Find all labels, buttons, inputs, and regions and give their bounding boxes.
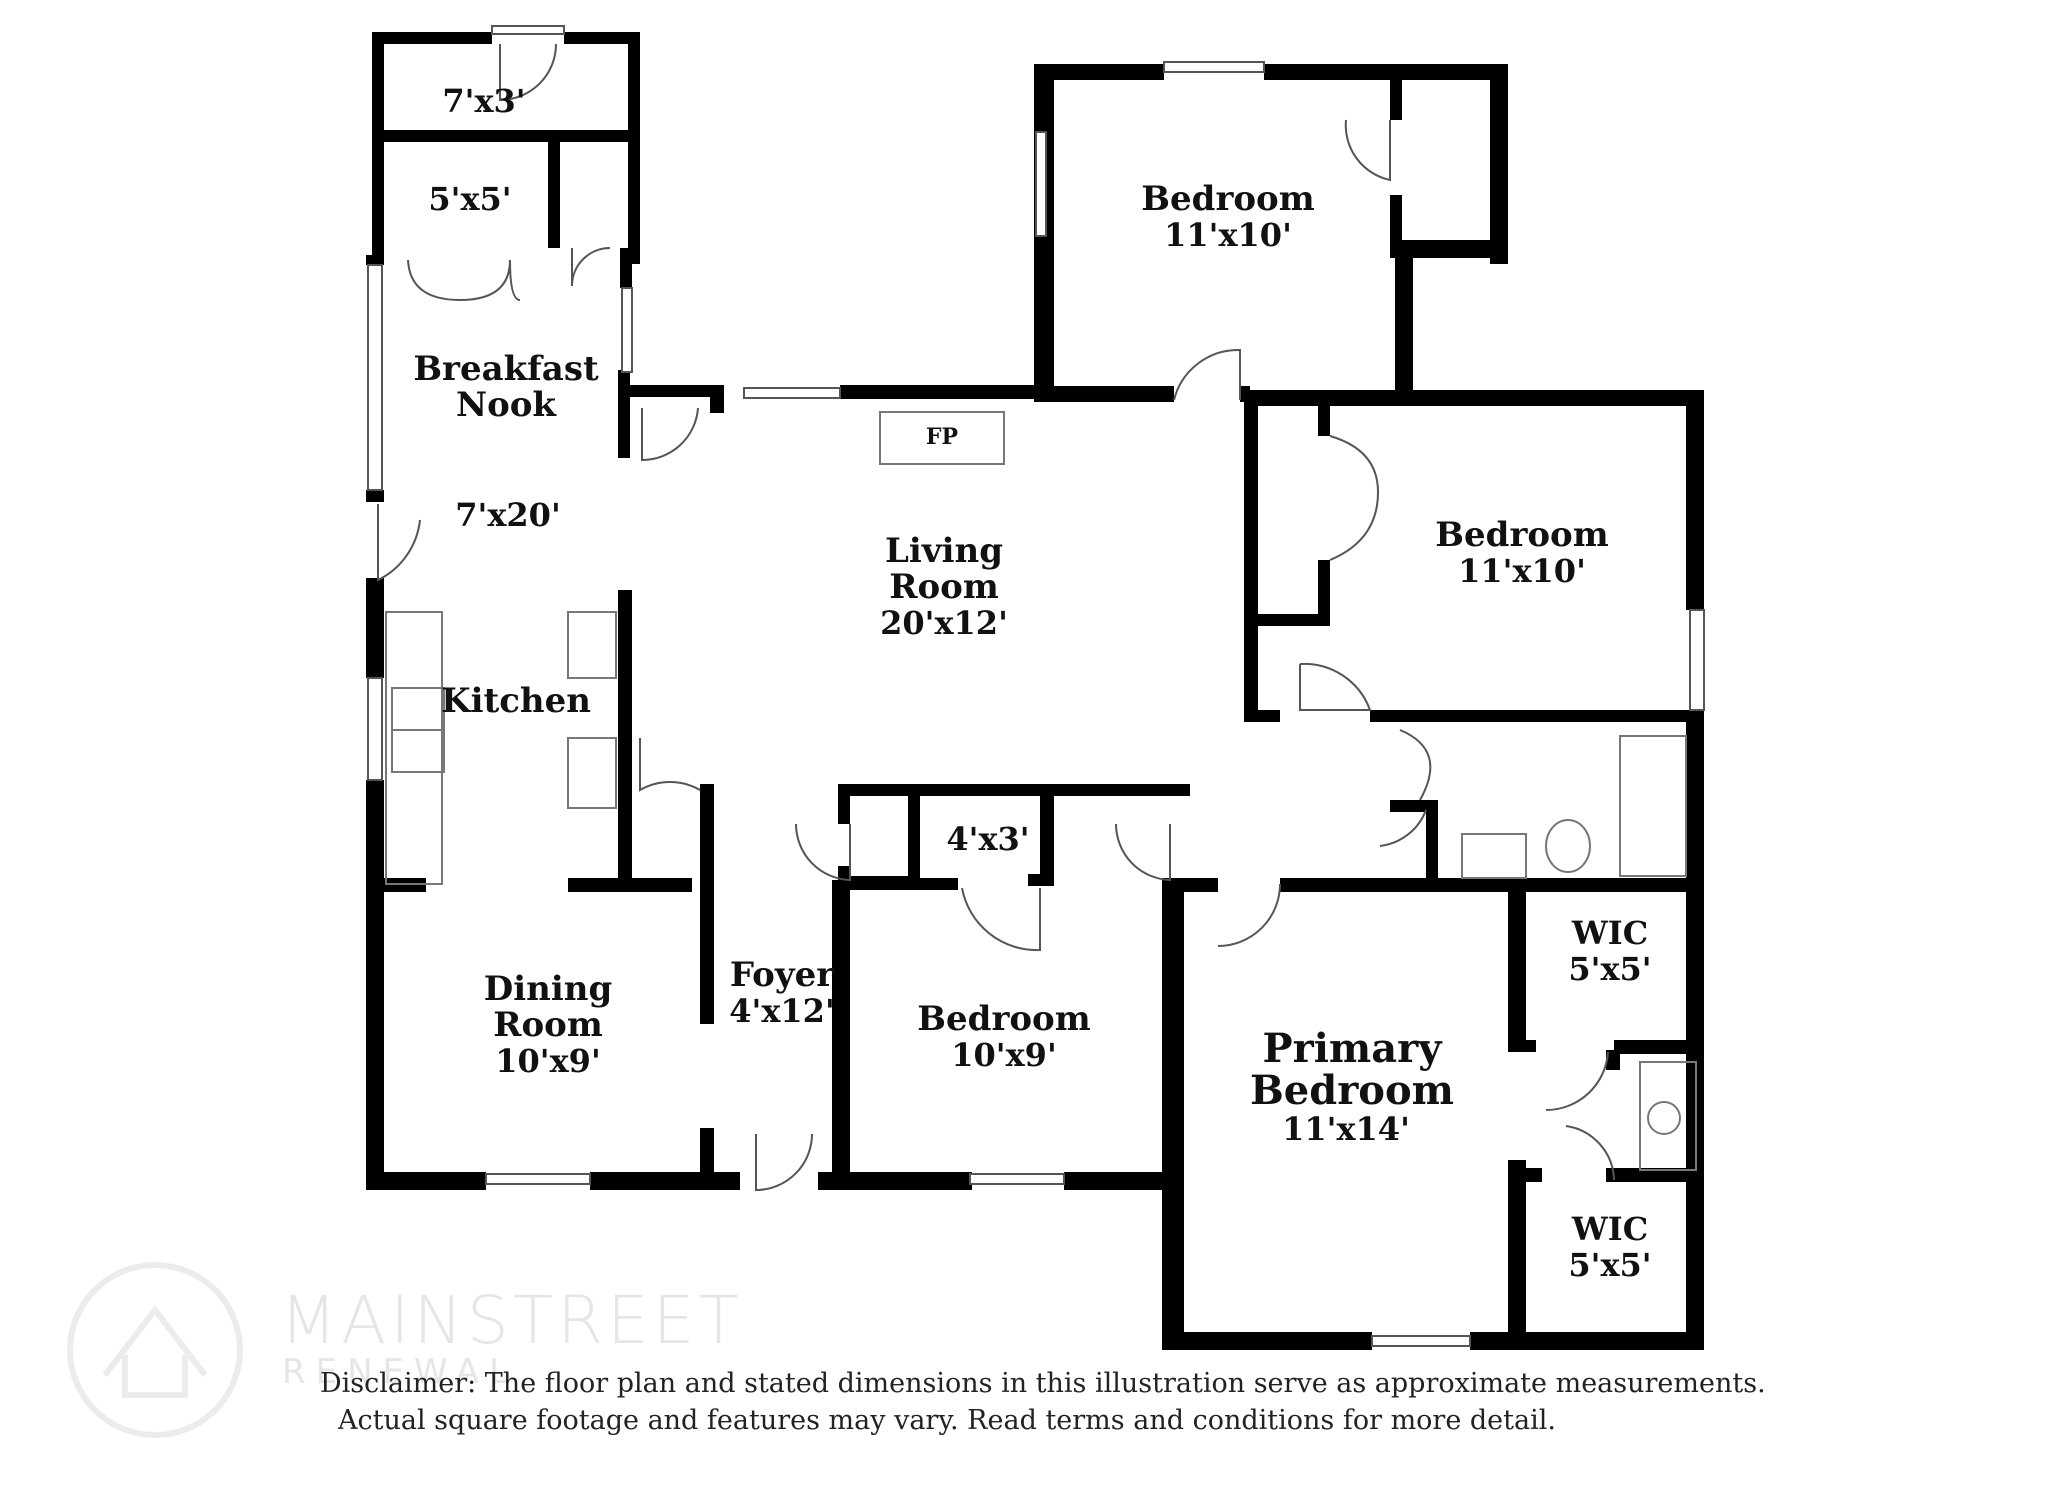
wic-bottom-dims: 5'x5' bbox=[1568, 1246, 1651, 1284]
door-bath bbox=[1379, 809, 1427, 847]
watermark-emblem bbox=[67, 1262, 243, 1438]
primary-bedroom-label-1: Primary bbox=[1263, 1025, 1444, 1072]
bedroom-top-label: Bedroom bbox=[1141, 179, 1314, 219]
doors bbox=[377, 43, 1615, 1192]
wic-top-dims: 5'x5' bbox=[1568, 950, 1651, 988]
breakfast-nook-label-2: Nook bbox=[456, 385, 557, 425]
bedroom-right-dims: 11'x10' bbox=[1458, 552, 1586, 590]
stool bbox=[567, 737, 617, 809]
door-bedroom-top-closet bbox=[1344, 119, 1391, 182]
door-hall-closet bbox=[795, 823, 851, 882]
dining-room-dims: 10'x9' bbox=[495, 1042, 600, 1080]
closet-top-dims: 7'x3' bbox=[442, 82, 525, 120]
door-hall bbox=[1115, 823, 1171, 882]
walls bbox=[366, 32, 1704, 1350]
bedroom-bottom-dims: 10'x9' bbox=[951, 1036, 1056, 1074]
bath-sink bbox=[1461, 833, 1527, 879]
kitchen-label: Kitchen bbox=[441, 681, 591, 721]
watermark-logo-sub: RENEWAL bbox=[282, 1352, 518, 1392]
disclaimer-line-1: Disclaimer: The floor plan and stated di… bbox=[320, 1368, 1766, 1399]
wic-sink bbox=[1639, 1061, 1697, 1171]
bedroom-top-dims: 11'x10' bbox=[1164, 216, 1292, 254]
door-closet-top bbox=[499, 43, 557, 102]
disclaimer-text: Disclaimer: The floor plan and stated di… bbox=[320, 1365, 1820, 1439]
door-wic-bottom bbox=[1565, 1125, 1615, 1181]
primary-bedroom-label-2: Bedroom bbox=[1250, 1067, 1454, 1114]
pantry-dims: 5'x5' bbox=[428, 180, 511, 218]
door-nook-exterior bbox=[377, 504, 421, 582]
breakfast-nook-dims: 7'x20' bbox=[455, 496, 560, 534]
toilet bbox=[1545, 819, 1591, 873]
stool bbox=[567, 611, 617, 679]
door-wic-top bbox=[1545, 1051, 1609, 1112]
wic-top-label: WIC bbox=[1571, 914, 1648, 952]
windows bbox=[367, 25, 1705, 1347]
door-nook-closet bbox=[571, 247, 611, 287]
breakfast-nook-label-1: Breakfast bbox=[413, 349, 599, 389]
dining-room-label-2: Room bbox=[493, 1005, 603, 1045]
fireplace-label: FP bbox=[926, 424, 958, 450]
kitchen-counter bbox=[385, 611, 443, 885]
fireplace bbox=[879, 411, 1005, 465]
living-room-label-1: Living bbox=[885, 531, 1003, 571]
wic-bottom-label: WIC bbox=[1571, 1210, 1648, 1248]
dining-room-label-1: Dining bbox=[484, 969, 613, 1009]
watermark-logo: MAINSTREET bbox=[280, 1282, 743, 1359]
bedroom-right-label: Bedroom bbox=[1435, 515, 1608, 555]
door-primary bbox=[1217, 883, 1281, 947]
room-labels: 7'x3' 5'x5' Breakfast Nook 7'x20' Kitche… bbox=[413, 82, 1651, 1284]
bathtub bbox=[1619, 735, 1687, 877]
foyer-label: Foyer bbox=[730, 955, 835, 995]
door-pantry-bifold bbox=[407, 259, 521, 302]
door-bath-closet bbox=[1399, 729, 1432, 801]
disclaimer-line-2: Actual square footage and features may v… bbox=[338, 1405, 1556, 1436]
door-closet-mid bbox=[961, 887, 1041, 952]
door-bedroom-right-closet bbox=[1329, 435, 1380, 561]
living-room-label-2: Room bbox=[889, 567, 999, 607]
door-bedroom-right bbox=[1299, 662, 1372, 711]
door-foyer-closet bbox=[639, 738, 701, 792]
door-foyer-entry bbox=[755, 1133, 813, 1192]
living-room-dims: 20'x12' bbox=[880, 604, 1008, 642]
bedroom-bottom-label: Bedroom bbox=[917, 999, 1090, 1039]
fixtures bbox=[385, 411, 1697, 1171]
primary-bedroom-dims: 11'x14' bbox=[1282, 1110, 1410, 1148]
door-nook-side bbox=[641, 407, 699, 462]
door-bedroom-top bbox=[1173, 348, 1241, 401]
foyer-dims: 4'x12' bbox=[729, 992, 834, 1030]
closet-mid-dims: 4'x3' bbox=[946, 820, 1029, 858]
